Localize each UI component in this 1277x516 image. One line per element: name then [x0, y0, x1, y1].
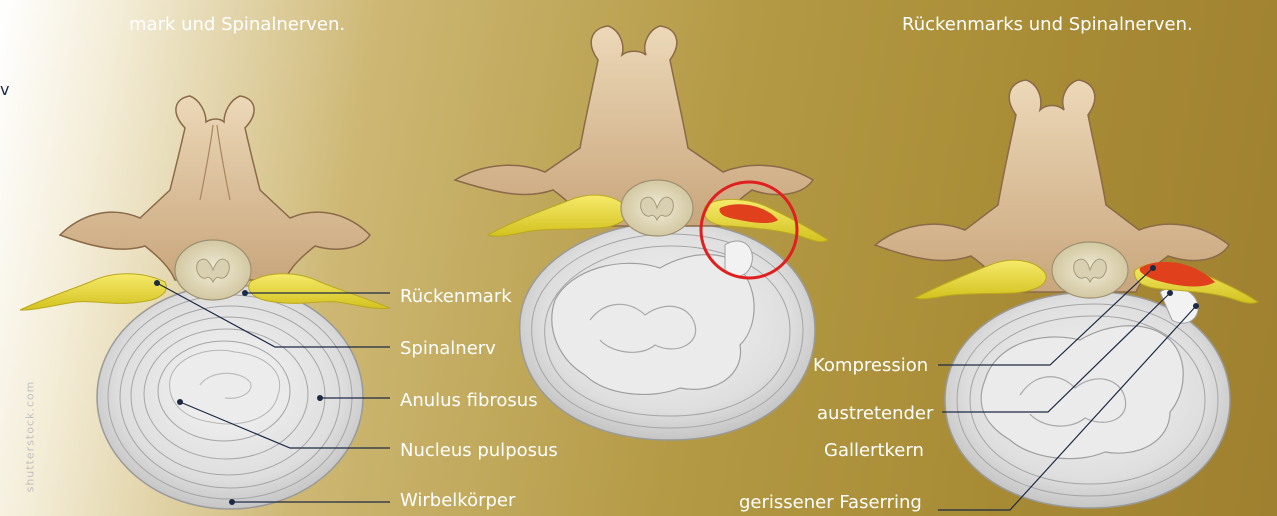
vertebra-herniated-middle — [455, 26, 828, 440]
caption-right: Rückenmarks und Spinalnerven. — [902, 14, 1193, 35]
label-gallertkern: Gallertkern — [824, 440, 924, 462]
label-kompression: Kompression — [813, 355, 928, 377]
caption-left: mark und Spinalnerven. — [129, 14, 345, 35]
vertebra-healthy — [20, 96, 390, 509]
label-austretender: austretender — [817, 403, 933, 425]
middle-nerve-left — [488, 195, 628, 236]
label-spinalnerv: Spinalnerv — [400, 338, 496, 360]
healthy-nerve-left — [20, 274, 166, 310]
edge-text-fragment: v — [0, 80, 9, 99]
middle-nucleus — [552, 255, 754, 395]
dot-nucleus — [177, 399, 183, 405]
vertebra-herniated-right — [875, 80, 1258, 508]
dot-kompression — [1150, 265, 1156, 271]
dot-faserring — [1193, 303, 1199, 309]
dot-spinalnerv — [154, 280, 160, 286]
label-rueckenmark: Rückenmark — [400, 286, 512, 308]
healthy-nucleus — [170, 350, 280, 424]
dot-wirbelkoerper — [229, 499, 235, 505]
dot-anulus — [317, 395, 323, 401]
label-nucleus-pulposus: Nucleus pulposus — [400, 440, 558, 462]
label-anulus-fibrosus: Anulus fibrosus — [400, 390, 538, 412]
label-gerissener-faserring: gerissener Faserring — [739, 492, 922, 514]
watermark: shutterstock.com — [23, 381, 36, 493]
right-vertebral-arch — [875, 80, 1229, 292]
label-wirbelkoerper: Wirbelkörper — [400, 490, 515, 512]
right-nerve-left — [915, 260, 1046, 299]
dot-austretender — [1167, 290, 1173, 296]
dot-rueckenmark — [242, 290, 248, 296]
